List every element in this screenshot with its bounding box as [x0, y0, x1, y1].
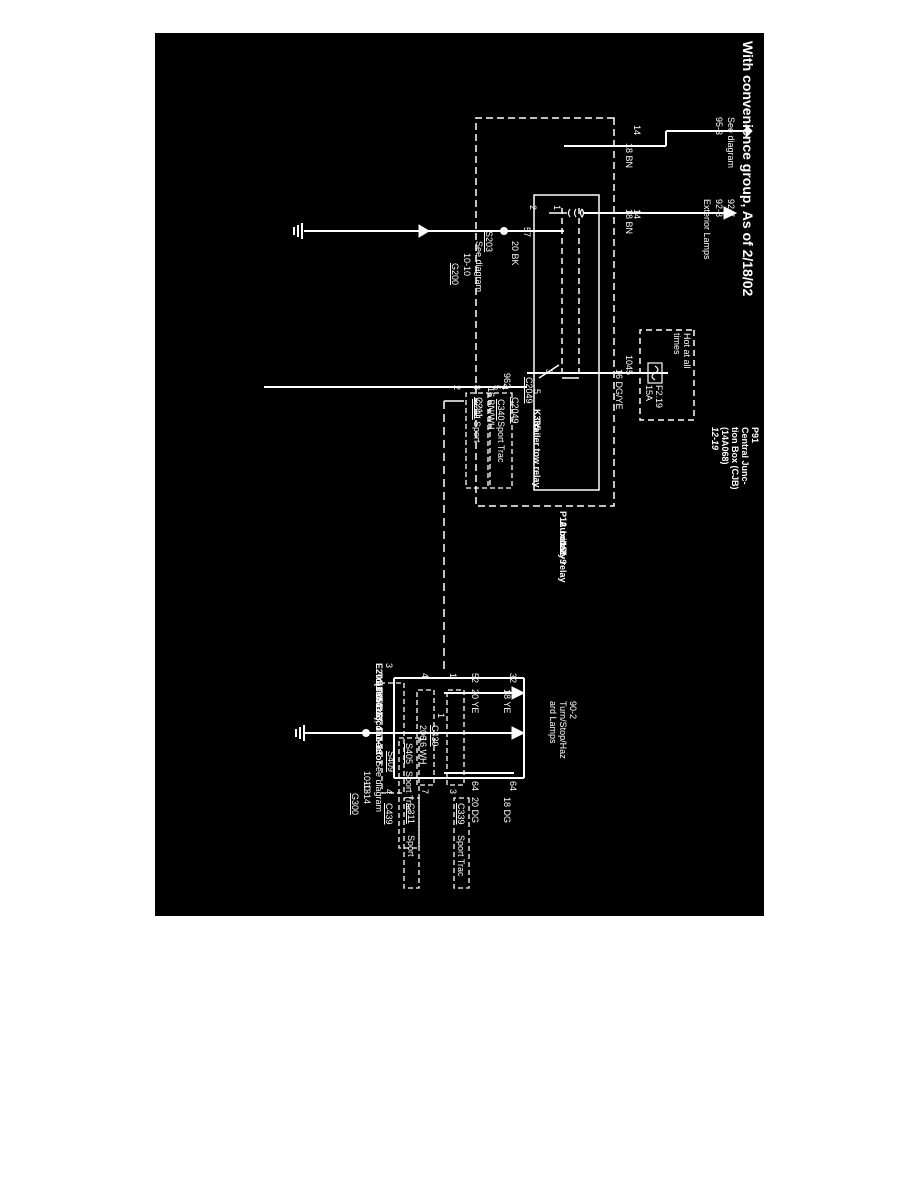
c439-pin-1: 1	[436, 713, 446, 719]
wire-1045-color: 16 DG/YE	[614, 369, 624, 410]
sport-trac-3: Sport Trac	[404, 771, 414, 813]
c2049-pin-5: 5	[532, 389, 542, 395]
fuse-rating: 15A	[644, 385, 654, 402]
g300-ground: G300	[350, 793, 360, 816]
c339-label: C339	[456, 803, 466, 825]
wire-64b-color: 20 DG	[470, 797, 480, 824]
p91-hot2: times	[672, 333, 682, 355]
s409-label: See diagram	[374, 761, 384, 813]
e201-pin-1: 1	[448, 673, 458, 679]
sport-trac-2: Sport Trac	[456, 835, 466, 877]
wire-52-circuit: 52	[470, 673, 480, 684]
see-diagram-95-label: See diagram	[726, 117, 736, 169]
turn-stop-num: 90-2	[568, 701, 578, 720]
exterior-lamps-num2: 92-8	[714, 199, 724, 218]
wire-52-color: 20 YE	[470, 689, 480, 714]
p91-hot: Hot at all	[682, 333, 692, 369]
c2049b-label: C2049	[510, 397, 520, 424]
wire-57-circuit: 57	[522, 227, 532, 238]
c340-pin-5: 5	[492, 385, 502, 391]
wire-14a-circuit: 14	[632, 125, 642, 136]
e201-line3: 151-13, 151-16	[374, 693, 384, 755]
sport-1: Sport	[472, 421, 482, 443]
see-diagram-95-num: 95-3	[714, 117, 724, 136]
p91-line2: tion Box (CJB)	[730, 427, 740, 490]
c339-pin-3: 3	[448, 789, 458, 795]
sport-trac-1: Sport Trac	[496, 421, 506, 463]
p91-id: P91	[750, 427, 760, 444]
s203-id: S203	[484, 231, 494, 253]
wiring-lines	[264, 117, 753, 889]
k335-box	[533, 194, 600, 491]
wiring-diagram-panel: With convenience group, As of 2/18/02 Se…	[155, 33, 764, 916]
diagram-title: With convenience group, As of 2/18/02	[740, 41, 756, 297]
c439-pin-4: 4	[384, 789, 394, 795]
p91-line3: (14A068)	[720, 427, 730, 465]
c439b-label: C439	[430, 725, 440, 747]
wire-32-color: 18 YE	[502, 689, 512, 714]
c340-label: C340	[496, 399, 506, 421]
relay-pin-1: 1	[552, 205, 562, 211]
e201-pin-3: 3	[384, 663, 394, 669]
k335-label: Trailer tow relay	[532, 419, 542, 488]
s203-num: 10-10	[462, 253, 472, 277]
relay-coil-symbol	[567, 208, 585, 219]
exterior-lamps-label: Exterior Lamps	[702, 199, 712, 260]
c311-pin-7: 7	[420, 789, 430, 795]
exterior-lamps-num1: 92-7	[726, 199, 736, 218]
turn-stop-line1: Turn/Stop/Haz	[558, 701, 568, 759]
c311a-label: C311	[472, 399, 482, 420]
c201-pin-2: 2	[452, 385, 462, 391]
p91-line4: 12-19	[710, 427, 720, 451]
wire-64b-circuit: 64	[470, 781, 480, 792]
c2049-pin-3: 3	[544, 369, 554, 375]
s409-num2: 10-14	[362, 781, 372, 805]
p12-line3: 151-9	[558, 541, 568, 565]
wire-64a-color: 18 DG	[502, 797, 512, 824]
wire-14a-color: 18 BN	[624, 143, 634, 169]
p91-box	[639, 329, 695, 421]
s405-label: S405	[404, 743, 414, 765]
wiring-diagram-canvas: With convenience group, As of 2/18/02 Se…	[155, 33, 764, 916]
g200-ground: G200	[450, 263, 460, 286]
fuse-id: F2.19	[654, 385, 664, 409]
turn-stop-line2: ard Lamps	[548, 701, 558, 744]
wire-962-color: 16 BN/WH	[486, 387, 496, 430]
fuse-symbol	[647, 362, 663, 384]
p12-box	[475, 117, 615, 507]
wire-1045-circuit: 1045	[624, 355, 634, 376]
c439a-label: C439	[384, 803, 394, 825]
wire-206-color: 16 WH	[418, 737, 428, 765]
p91-line1: Central Junc-	[740, 427, 750, 485]
wire-32-circuit: 32	[508, 673, 518, 684]
s409-id: S409	[386, 751, 396, 773]
wire-57-color: 20 BK	[510, 241, 520, 266]
relay-pin-2: 2	[528, 205, 538, 211]
sport-2: Sport	[406, 835, 416, 857]
c311-pin-8: 8	[472, 385, 482, 391]
wire-64a-circuit: 64	[508, 781, 518, 792]
wire-14b-color: 18 BN	[624, 209, 634, 235]
s203-label: See diagram	[474, 241, 484, 293]
e201-pin-4: 4	[420, 673, 430, 679]
